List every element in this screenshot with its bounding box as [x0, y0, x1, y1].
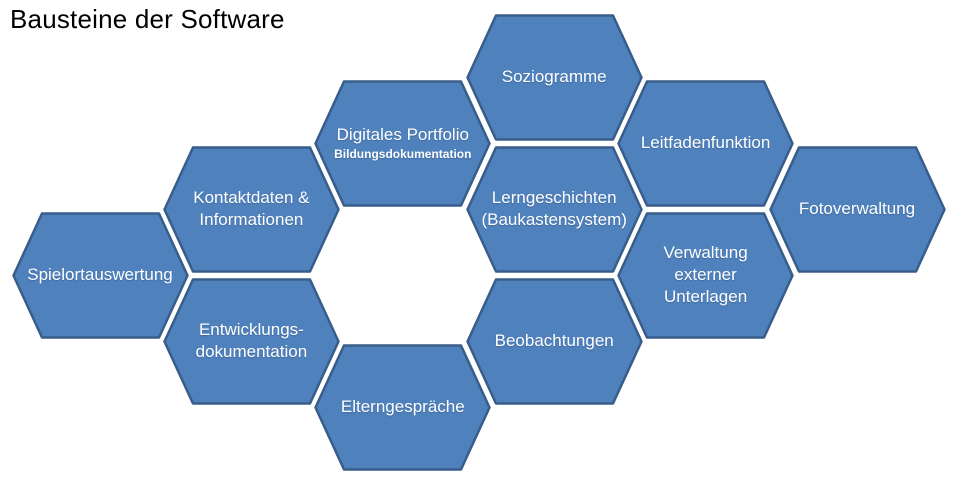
hexagon-label-line: Beobachtungen — [494, 331, 614, 350]
hexagon-beobachtungen: Beobachtungen — [465, 277, 643, 405]
hexagon-label: Beobachtungen — [466, 278, 643, 405]
hexagon-label: Spielortauswertung — [12, 212, 189, 339]
hexagon-sublabel: Bildungsdokumentation — [334, 147, 472, 161]
hexagon-spielortauswertung: Spielortauswertung — [11, 211, 189, 339]
hexagon-label-line: Leitfadenfunktion — [640, 133, 771, 152]
hexagon-shape — [617, 79, 794, 207]
hexagon-label-line: Kontaktdaten & — [193, 188, 310, 207]
hexagon-shape — [163, 277, 340, 405]
page-title: Bausteine der Software — [10, 4, 285, 34]
hexagon-label-line: Spielortauswertung — [27, 265, 173, 284]
hexagon-label: Kontaktdaten & Informationen — [163, 146, 340, 273]
hexagon-soziogramme: Soziogramme — [465, 13, 643, 141]
hexagon-label-line: (Baukastensystem) — [481, 210, 627, 229]
hexagon-fotoverwaltung: Fotoverwaltung — [768, 145, 946, 273]
hexagon-label-line: Fotoverwaltung — [798, 199, 916, 218]
hexagon-label-line: Lerngeschichten — [491, 188, 617, 207]
hexagon-label-line: Informationen — [199, 210, 304, 229]
hexagon-label: Soziogramme — [466, 14, 643, 141]
hexagon-shape — [465, 145, 643, 273]
hexagon-shape — [768, 145, 946, 273]
hexagon-shape — [314, 79, 492, 207]
hexagon-shape — [465, 13, 643, 141]
hexagon-shape — [314, 343, 492, 471]
hexagon-label: Fotoverwaltung — [769, 146, 946, 273]
hexagon-label: Leitfadenfunktion — [617, 80, 794, 207]
hexagon-label-line: Entwicklungs- — [198, 320, 304, 339]
hexagon-label: Lerngeschichten (Baukastensystem) — [466, 146, 643, 273]
hexagon-label-line: Unterlagen — [664, 287, 748, 306]
hexagon-label-line: Digitales Portfolio — [336, 125, 469, 144]
hexagon-kontaktdaten-informationen: Kontaktdaten & Informationen — [163, 145, 340, 273]
hexagon-shape — [617, 211, 794, 339]
hexagon-label-line: dokumentation — [195, 342, 308, 361]
hexagon-elterngespraeche: Elterngespräche — [314, 343, 492, 471]
hexagon-label: Entwicklungs-dokumentation — [163, 278, 340, 405]
hexagon-label-line: externer — [674, 265, 737, 284]
hexagon-shape — [11, 211, 189, 339]
hexagon-shape — [465, 277, 643, 405]
hexagon-label-line: Verwaltung — [663, 243, 748, 262]
hexagon-label-line: Soziogramme — [501, 67, 607, 86]
hexagon-lerngeschichten-baukastensystem: Lerngeschichten (Baukastensystem) — [465, 145, 643, 273]
hexagon-leitfadenfunktion: Leitfadenfunktion — [617, 79, 794, 207]
hexagon-entwicklungsdokumentation: Entwicklungs-dokumentation — [163, 277, 340, 405]
hexagon-label-line: Elterngespräche — [340, 397, 465, 416]
hexagon-label: Elterngespräche — [314, 344, 491, 471]
hexagon-shape — [163, 145, 340, 273]
